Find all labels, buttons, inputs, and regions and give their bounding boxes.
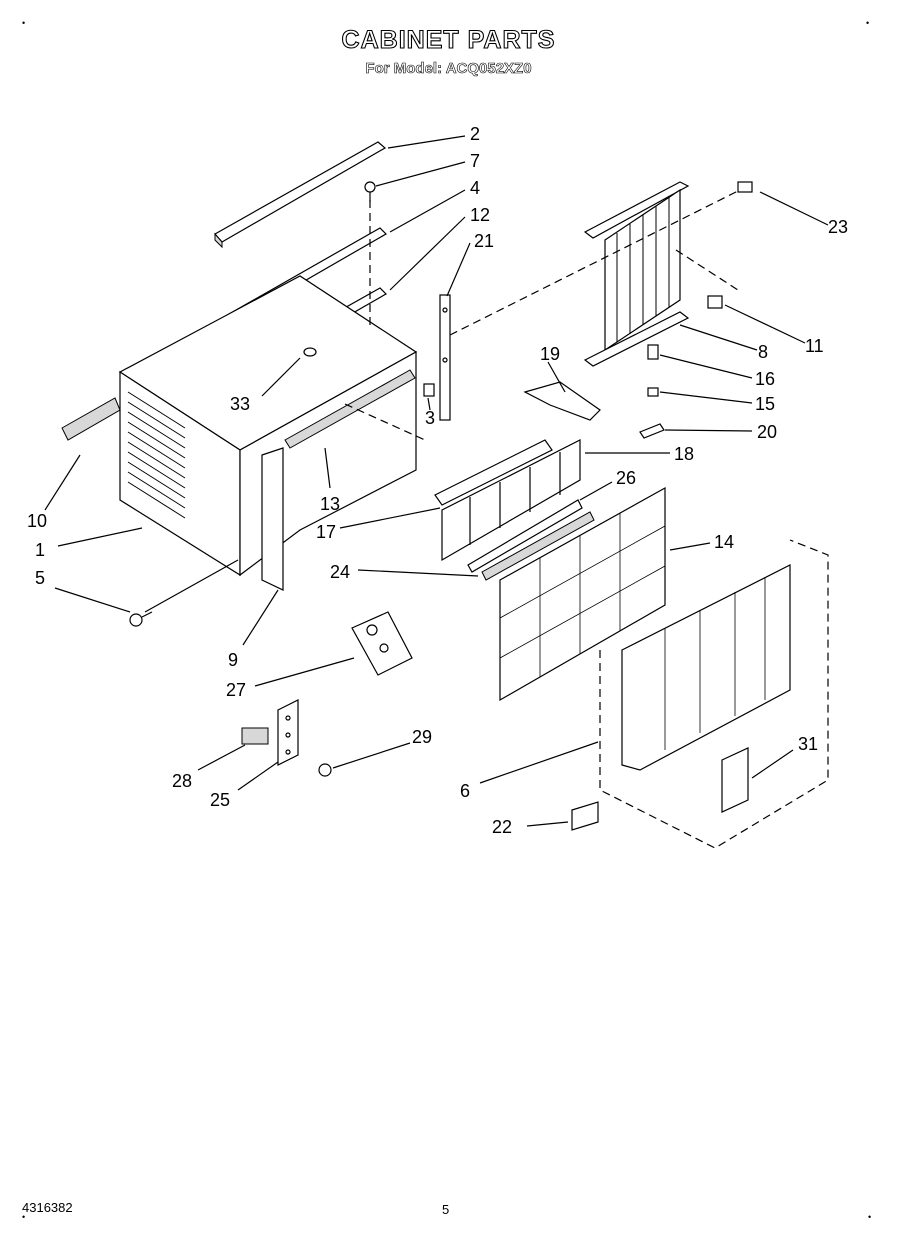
part-cabinet xyxy=(118,275,418,577)
part-top-rail xyxy=(214,141,387,249)
leader-lines xyxy=(44,135,829,827)
assembly-line xyxy=(675,249,739,291)
callout-label: 10 xyxy=(27,511,47,531)
callout-label: 28 xyxy=(172,771,192,791)
callout-label: 19 xyxy=(540,344,560,364)
assembly-line xyxy=(344,403,426,441)
part-damper-arm xyxy=(523,381,601,421)
callout-label: 9 xyxy=(228,650,238,670)
part-side-rail xyxy=(61,397,121,441)
callout-label: 21 xyxy=(474,231,494,251)
page-number: 5 xyxy=(442,1202,450,1217)
callout-label: 29 xyxy=(412,727,432,747)
corner-mark: • xyxy=(868,1212,872,1222)
callout-label: 5 xyxy=(35,568,45,588)
part-control-label xyxy=(721,747,749,813)
callout-label: 24 xyxy=(330,562,350,582)
part-screw-7 xyxy=(364,181,376,202)
part-bushing xyxy=(707,295,723,309)
model-subtitle: For Model: ACQ052XZ0 xyxy=(365,60,532,78)
callout-label: 1 xyxy=(35,540,45,560)
part-clip xyxy=(423,383,435,397)
part-bolt xyxy=(647,344,659,360)
callout-label: 16 xyxy=(755,369,775,389)
callout-label: 27 xyxy=(226,680,246,700)
corner-mark: • xyxy=(866,18,870,28)
callout-label: 12 xyxy=(470,205,490,225)
part-clip-20 xyxy=(639,423,665,439)
callout-label: 18 xyxy=(674,444,694,464)
callout-label: 22 xyxy=(492,817,512,837)
callout-label: 17 xyxy=(316,522,336,542)
part-grommet xyxy=(303,347,317,357)
part-air-filter xyxy=(499,486,666,702)
part-vent-lever xyxy=(434,439,553,506)
part-decal xyxy=(571,801,599,831)
callout-label: 26 xyxy=(616,468,636,488)
part-washer xyxy=(647,387,659,397)
assembly-line xyxy=(449,189,741,336)
callout-label: 23 xyxy=(828,217,848,237)
part-screw-29 xyxy=(318,763,332,777)
part-front-grille-assembly xyxy=(599,539,829,849)
corner-mark: • xyxy=(22,1212,26,1222)
callout-label: 15 xyxy=(755,394,775,414)
part-side-bracket xyxy=(439,294,451,421)
part-mounting-plate xyxy=(277,699,299,766)
callout-label: 33 xyxy=(230,394,250,414)
callout-label: 20 xyxy=(757,422,777,442)
callout-label: 14 xyxy=(714,532,734,552)
corner-mark: • xyxy=(22,18,26,28)
callout-label: 8 xyxy=(758,342,768,362)
part-mounting-bracket xyxy=(351,611,413,676)
part-front-strip xyxy=(284,369,416,449)
part-screw-23 xyxy=(737,181,753,193)
document-number: 4316382 xyxy=(22,1200,73,1215)
part-filter-seal xyxy=(481,511,595,581)
callout-label: 13 xyxy=(320,494,340,514)
part-screw-5 xyxy=(129,611,153,627)
part-vent-door xyxy=(441,439,581,562)
callout-label: 11 xyxy=(805,336,824,356)
callout-label: 4 xyxy=(470,178,480,198)
part-front-seal xyxy=(261,447,284,591)
callout-label: 31 xyxy=(798,734,818,754)
part-block xyxy=(241,727,269,745)
part-filter-strip xyxy=(467,499,583,573)
callout-label: 2 xyxy=(470,124,480,144)
page-title: CABINET PARTS xyxy=(341,25,556,54)
callout-label: 25 xyxy=(210,790,230,810)
callout-label: 3 xyxy=(425,408,435,428)
callout-label: 7 xyxy=(470,151,480,171)
part-side-panel xyxy=(583,181,690,367)
callout-label: 6 xyxy=(460,781,470,801)
